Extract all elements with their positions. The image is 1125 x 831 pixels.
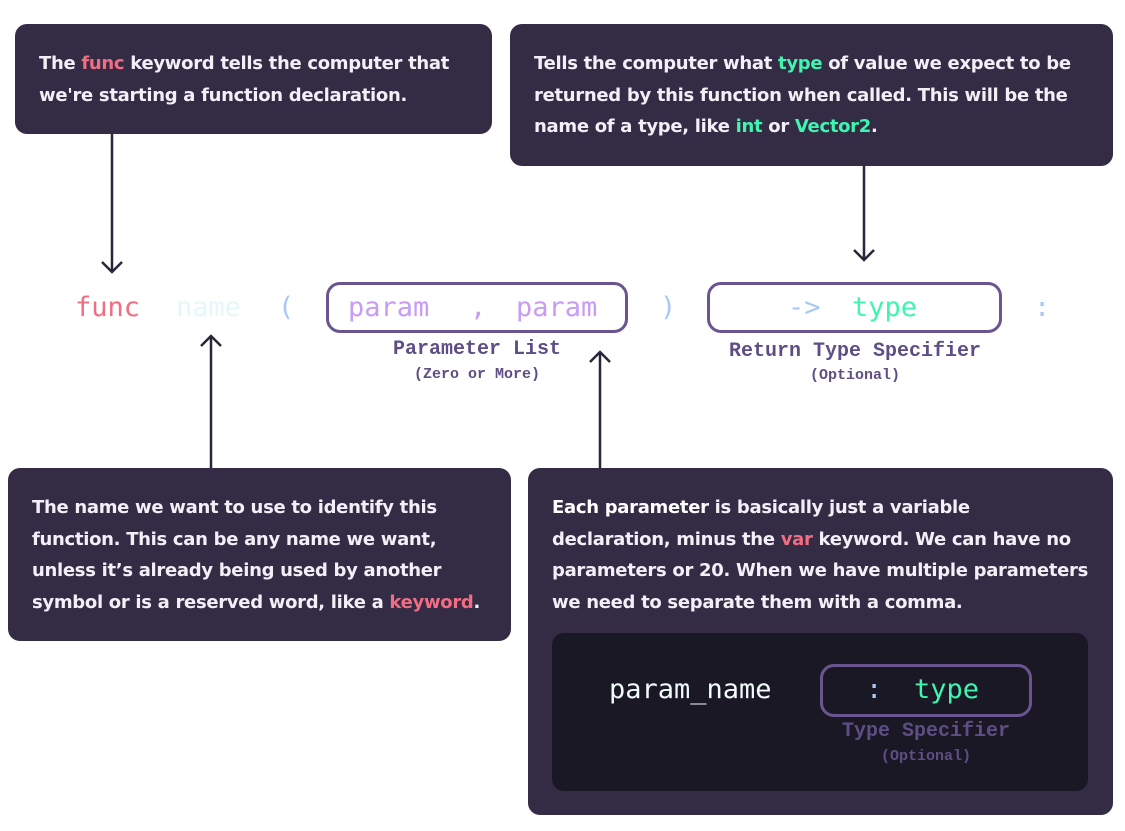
callout-name: The name we want to use to identify this… [8, 468, 511, 641]
parameter-list-label: Parameter List [392, 338, 562, 361]
text: The [39, 53, 82, 74]
code-comma: , [470, 292, 487, 323]
parameter-list-sublabel: (Zero or More) [413, 366, 541, 383]
keyword-highlight: keyword [389, 591, 474, 613]
text: The name we want to use to identify this… [32, 497, 442, 613]
type-specifier-sublabel: (Optional) [880, 748, 972, 765]
text: or [762, 116, 795, 137]
keyword-highlight: func [81, 53, 125, 74]
keyword-highlight: var [780, 528, 813, 550]
example-colon: : [866, 674, 883, 705]
arrow-type [853, 166, 875, 262]
type-highlight: type [778, 53, 823, 74]
type-highlight: int [735, 116, 763, 137]
text: Each [552, 497, 605, 518]
code-type: type [852, 292, 918, 323]
arrow-param [589, 350, 611, 468]
arrow-func [101, 134, 123, 274]
code-param-2: param [516, 292, 598, 323]
example-type: type [914, 674, 980, 705]
return-type-label: Return Type Specifier [728, 340, 982, 363]
callout-func-keyword: The func keyword tells the computer that… [15, 24, 492, 134]
code-open-paren: ( [278, 292, 295, 323]
parameter-highlight: parameter [604, 497, 709, 518]
example-type-frame [820, 664, 1032, 717]
code-name: name [176, 292, 242, 323]
text: is basically just a variable declaration… [552, 497, 970, 550]
text: of value we expect to be returned by thi… [534, 53, 1071, 137]
code-arrow: -> [788, 292, 821, 323]
callout-return-type: Tells the computer what type of value we… [510, 24, 1113, 166]
code-close-paren: ) [660, 292, 677, 323]
return-type-sublabel: (Optional) [809, 367, 901, 384]
text: . [473, 591, 481, 613]
text: keyword tells the computer that we're st… [39, 53, 450, 106]
type-specifier-label: Type Specifier [841, 720, 1011, 743]
text: Tells the computer what [534, 53, 779, 74]
parameter-example-panel [552, 633, 1088, 791]
return-type-frame [707, 282, 1002, 333]
code-func: func [75, 292, 141, 323]
type-highlight: Vector2 [794, 116, 871, 137]
text: keyword. We can have no parameters or 20… [552, 528, 1089, 613]
text: . [871, 116, 878, 137]
parameter-list-frame [326, 282, 628, 333]
code-param-1: param [348, 292, 430, 323]
example-param-name: param_name [609, 674, 772, 705]
code-colon: : [1034, 292, 1051, 323]
arrow-name [200, 334, 222, 468]
